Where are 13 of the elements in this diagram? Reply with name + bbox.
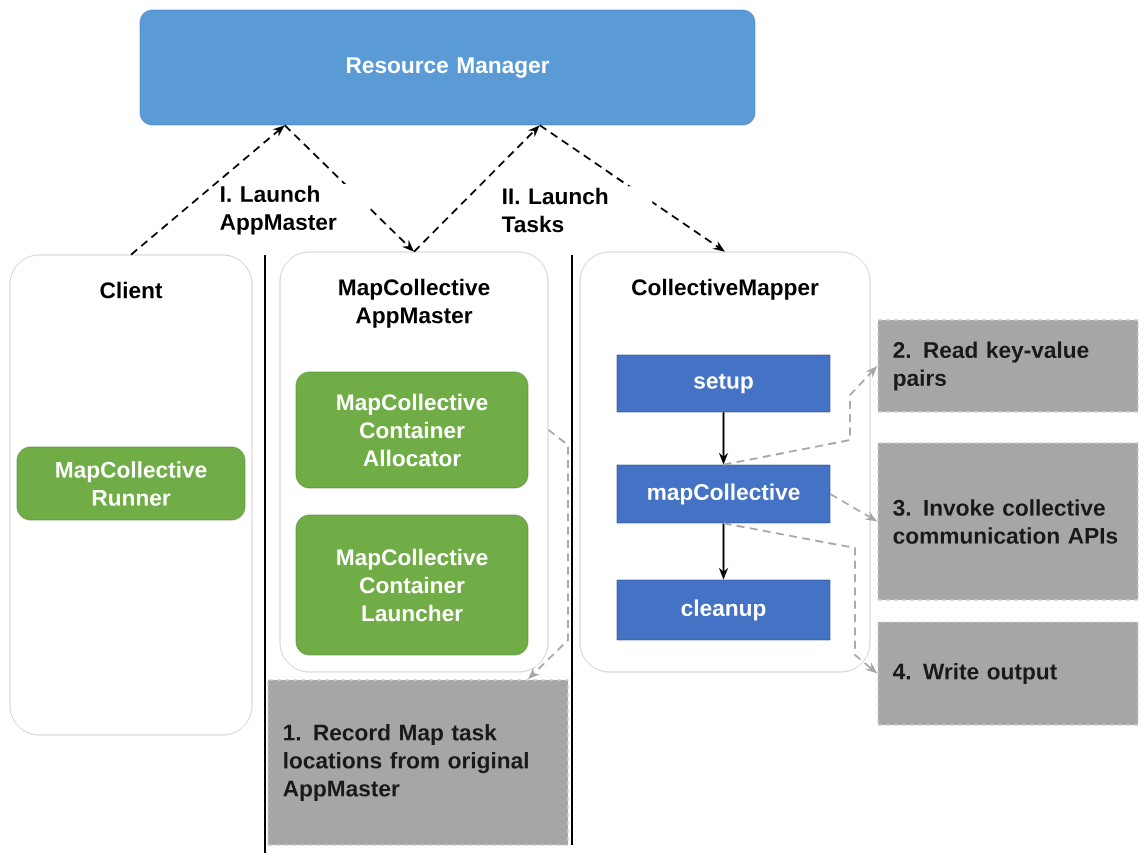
manager-box: Resource Manager xyxy=(139,9,756,126)
step-box: mapCollective xyxy=(616,464,831,524)
note-box: 3. Invoke collective communication APIs xyxy=(877,442,1139,601)
step-label: I. Launch AppMaster xyxy=(218,184,371,236)
note-box: 1. Record Map task locations from original AppMaster xyxy=(267,679,569,846)
step-label: II. Launch Tasks xyxy=(500,186,653,234)
step-box: cleanup xyxy=(616,579,831,641)
component-box: MapCollective Runner xyxy=(16,446,246,521)
component-box: MapCollective Container Launcher xyxy=(295,514,529,656)
step-box: setup xyxy=(616,354,831,413)
note-box: 2. Read key-value pairs xyxy=(877,319,1139,413)
note-box: 4. Write output xyxy=(877,621,1139,726)
component-box: MapCollective Container Allocator xyxy=(295,371,529,489)
